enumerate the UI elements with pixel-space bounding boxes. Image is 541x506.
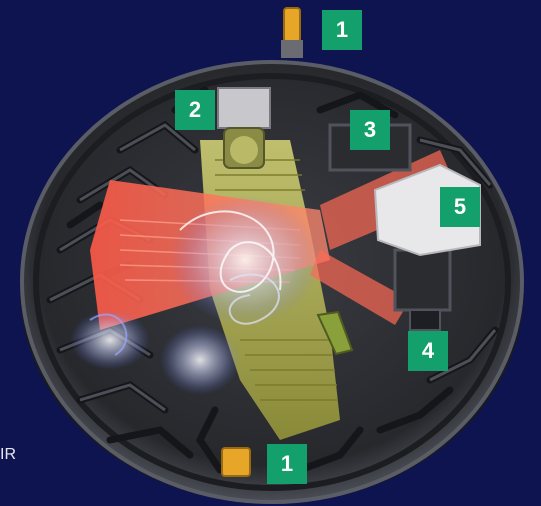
callout-5: 5 [440,187,480,227]
contact-pin-bottom [222,448,250,476]
ir-emitter [218,88,270,168]
callout-1-top: 1 [322,10,362,50]
callout-4: 4 [408,331,448,371]
side-label: IR [0,446,16,464]
callout-2: 2 [175,90,215,130]
contact-pin-top [281,8,303,58]
callout-3: 3 [350,110,390,150]
callout-1-bottom: 1 [267,444,307,484]
